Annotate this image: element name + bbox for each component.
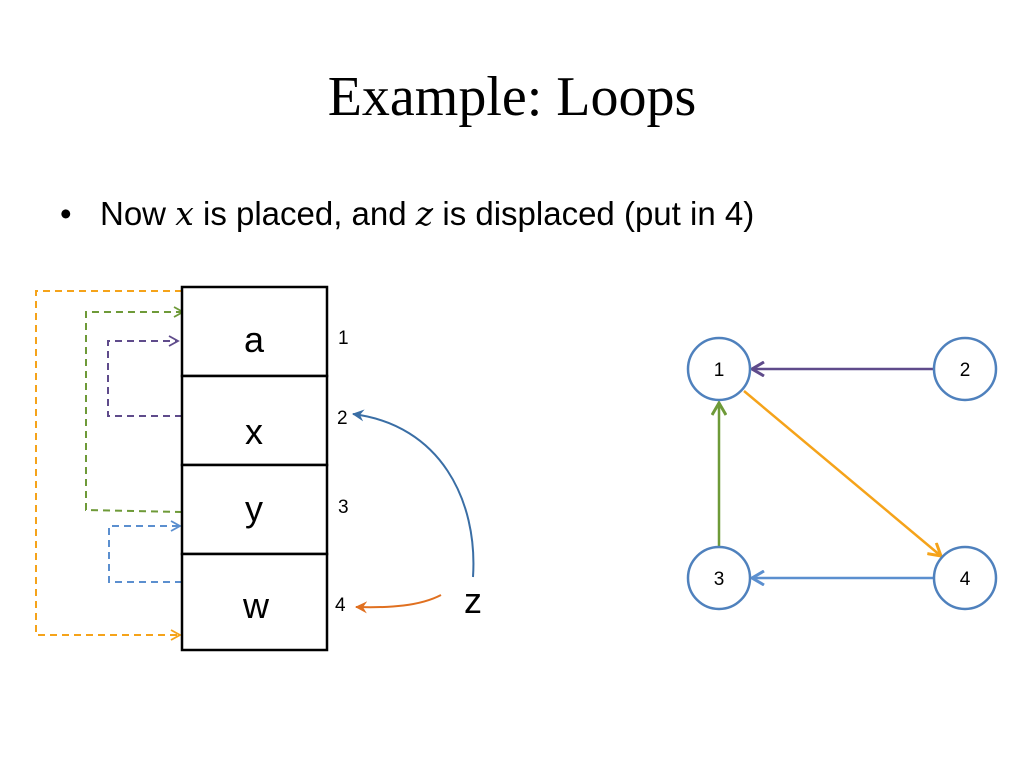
cell-value-y: y: [245, 488, 263, 529]
arrow-z-to-2: [352, 409, 475, 578]
slot-index-1: 1: [338, 328, 349, 349]
cell-value-a: a: [244, 319, 265, 360]
arrow-z-to-4: [355, 594, 442, 614]
cell-value-x: x: [245, 411, 263, 452]
loop-arrow-blue: [108, 520, 182, 583]
memory-array: [180, 285, 329, 652]
bullet-point: • Now x is placed, and z is displaced (pu…: [60, 192, 754, 236]
graph-node-label-3: 3: [714, 569, 725, 590]
bullet-text-pre: Now: [100, 195, 176, 232]
bullet-var-x: x: [175, 194, 194, 233]
graph-node-2: [932, 336, 998, 402]
cell-value-w: w: [242, 585, 270, 626]
graph-node-3: [686, 545, 752, 611]
loop-arrow-orange: [35, 290, 182, 641]
graph-node-label-4: 4: [960, 569, 971, 590]
bullet-text-mid: is placed, and: [193, 195, 416, 232]
slot-index-2: 2: [337, 408, 348, 429]
graph-node-4: [932, 545, 998, 611]
bullet-var-z: z: [415, 194, 434, 233]
memory-cell-2: [180, 374, 329, 467]
graph-edge-1-to-4: [743, 390, 941, 556]
graph-node-label-2: 2: [960, 360, 971, 381]
graph-node-label-1: 1: [714, 360, 725, 381]
loop-arrow-green: [85, 306, 185, 513]
slot-index-4: 4: [335, 595, 346, 616]
outside-element-z: z: [464, 580, 482, 621]
bullet-symbol: •: [60, 195, 72, 232]
loop-arrow-purple: [107, 335, 182, 417]
slide-title: Example: Loops: [327, 66, 697, 128]
memory-cell-4: [180, 552, 329, 652]
slot-index-3: 3: [338, 497, 349, 518]
bullet-text-post: is displaced (put in 4): [433, 195, 755, 232]
graph-node-1: [686, 336, 752, 402]
